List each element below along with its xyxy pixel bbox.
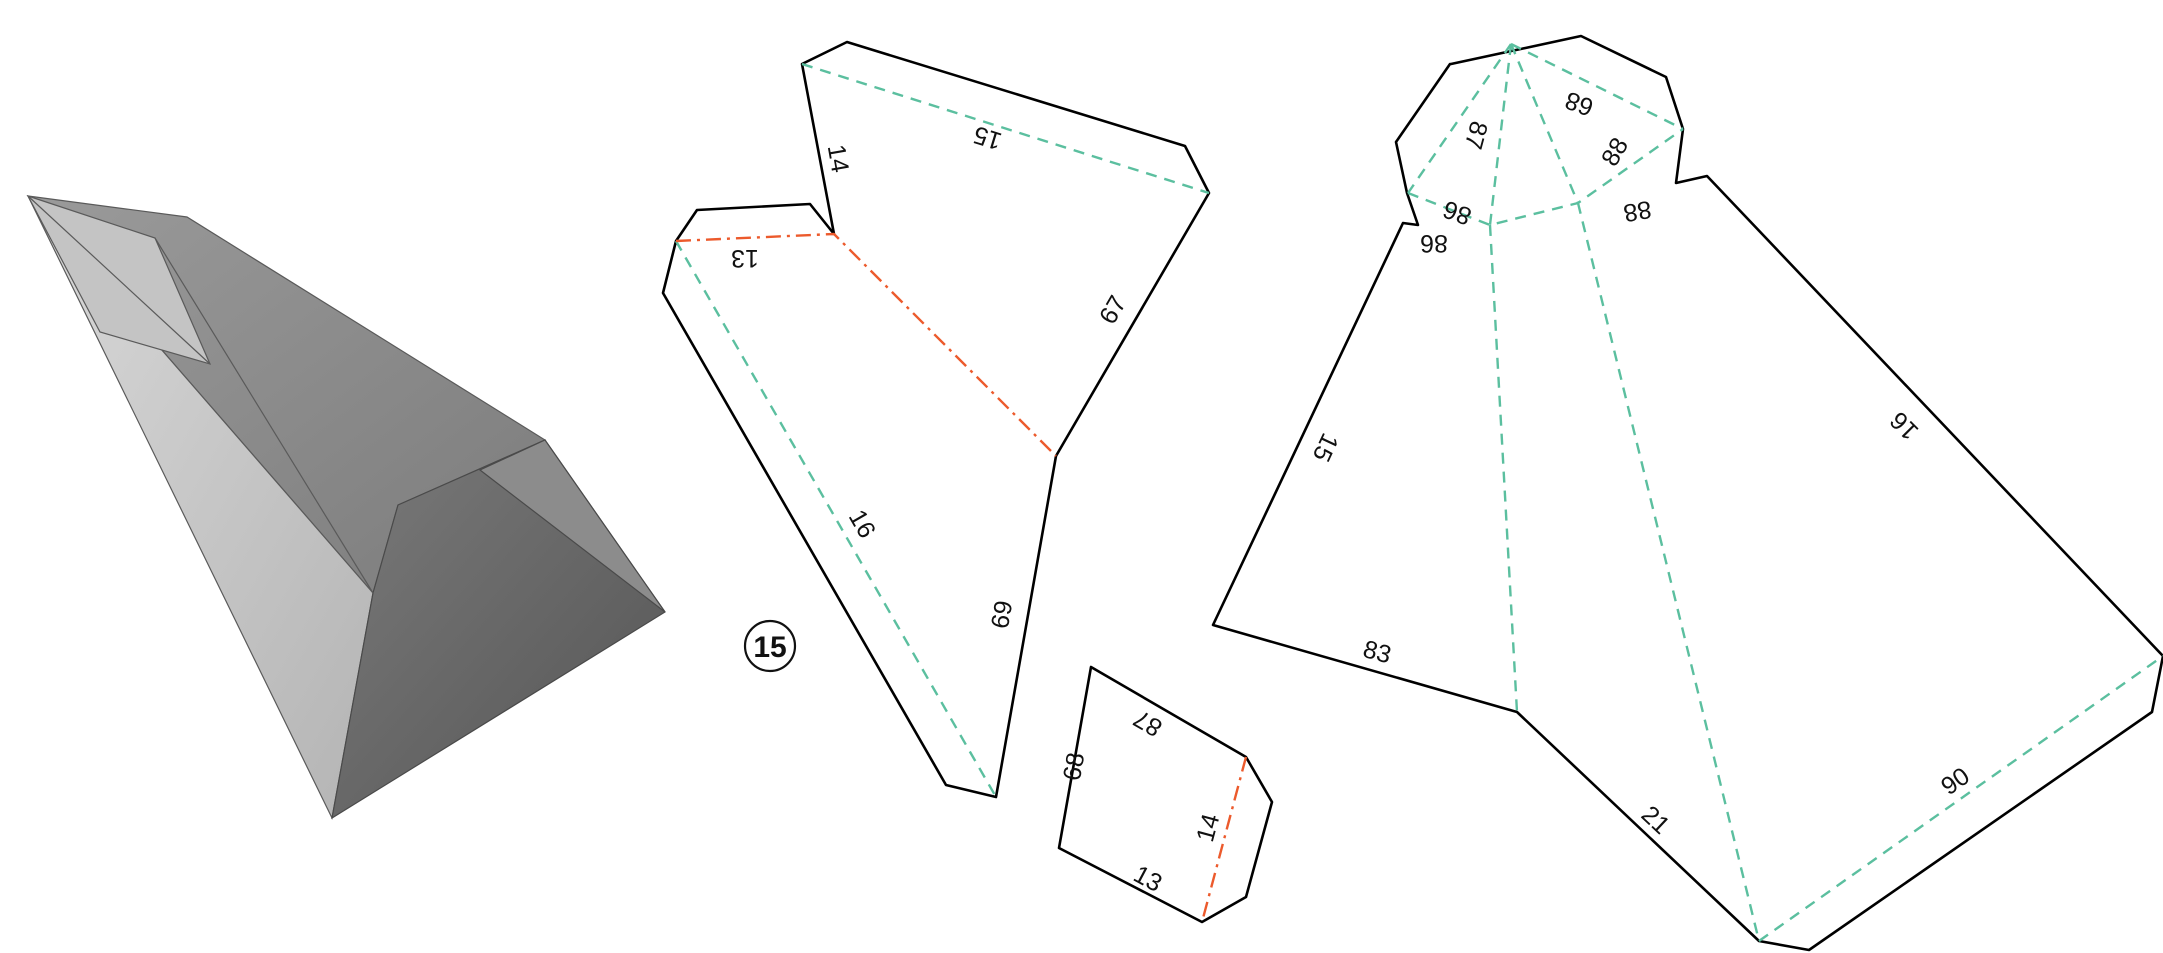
net-a-valley-fold xyxy=(801,62,1210,195)
net-a-label-14: 14 xyxy=(822,142,854,174)
net-c-label-86b: 86 xyxy=(1420,229,1448,257)
model-3d-preview xyxy=(26,194,666,820)
net-c-label-86: 86 xyxy=(1439,195,1475,231)
net-b-label-13: 13 xyxy=(1129,860,1167,898)
net-c-label-68: 68 xyxy=(1561,86,1597,122)
net-a-label-69: 69 xyxy=(986,598,1018,630)
net-c-label-16: 16 xyxy=(1885,406,1924,445)
net-c-valley-fold xyxy=(1488,43,1513,226)
model-edge xyxy=(154,237,374,594)
net-b-outline xyxy=(1057,665,1274,924)
piece-number-badge: 15 xyxy=(743,619,797,673)
net-b: 68 87 14 13 xyxy=(1057,665,1274,924)
net-c-label-83: 83 xyxy=(1360,635,1394,669)
net-a: 13 14 15 16 67 69 xyxy=(661,40,1211,799)
net-a-label-67: 67 xyxy=(1094,291,1132,329)
net-c-valley-fold xyxy=(1509,43,1580,204)
net-c-outline xyxy=(1211,34,2163,952)
net-a-label-16: 16 xyxy=(843,505,881,543)
model-inner-face xyxy=(478,439,666,613)
net-b-label-68: 68 xyxy=(1058,750,1090,782)
net-a-label-13: 13 xyxy=(731,244,759,272)
net-c-label-88b: 88 xyxy=(1621,195,1653,227)
model-edge xyxy=(27,195,211,365)
net-c-label-21: 21 xyxy=(1636,800,1675,839)
net-b-label-87: 87 xyxy=(1129,704,1167,742)
net-a-valley-fold xyxy=(674,240,998,798)
net-a-mountain-fold xyxy=(675,232,1057,457)
net-c-valley-fold xyxy=(1407,128,1684,227)
net-b-label-14: 14 xyxy=(1191,811,1225,845)
net-c-valley-fold xyxy=(1407,43,1512,194)
net-c-label-90: 90 xyxy=(1936,762,1975,801)
net-c-valley-fold xyxy=(1510,42,1684,131)
net-b-mountain-fold xyxy=(1200,756,1248,923)
net-c-label-15: 15 xyxy=(1307,429,1344,466)
net-a-outline xyxy=(661,40,1211,799)
net-c-label-88: 88 xyxy=(1596,133,1634,171)
piece-number: 15 xyxy=(753,631,786,664)
net-c: 68 87 88 86 88 86 15 16 83 21 90 xyxy=(1211,34,2163,952)
net-c-valley-fold xyxy=(1576,202,1761,942)
net-c-valley-fold xyxy=(1488,224,1519,713)
net-a-label-15: 15 xyxy=(970,120,1005,155)
net-c-valley-fold xyxy=(1758,655,2163,942)
net-c-label-87: 87 xyxy=(1459,118,1493,152)
